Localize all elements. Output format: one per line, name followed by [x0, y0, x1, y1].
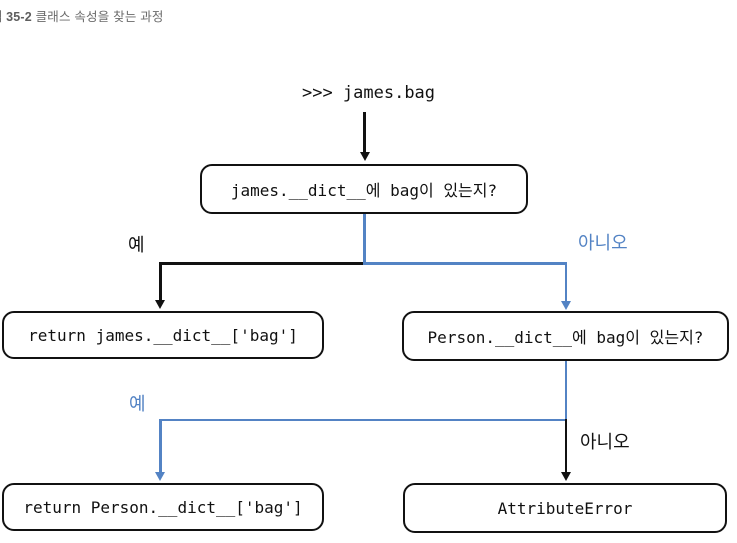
figure-caption: 그림 35-2 클래스 속성을 찾는 과정 — [0, 6, 164, 25]
connector-yes1-horizontal — [159, 262, 366, 265]
arrowhead-yes2-down-icon — [155, 472, 166, 481]
connector-no1-vertical — [564, 262, 567, 304]
arrowhead-no2-down-icon — [560, 472, 571, 481]
connector-yes2-vertical — [159, 418, 162, 474]
python-prompt: >>> james.bag — [301, 83, 436, 103]
node-decision-person-dict: Person.__dict__에 bag이 있는지? — [402, 311, 729, 361]
node-attribute-error: AttributeError — [403, 483, 727, 533]
arrowhead-prompt-down-icon — [359, 152, 370, 161]
branch-label-yes1: 예 — [128, 235, 145, 255]
node-decision-james-dict: james.__dict__에 bag이 있는지? — [200, 164, 528, 214]
connector-prompt-line — [363, 112, 366, 154]
arrowhead-yes1-down-icon — [155, 300, 166, 309]
branch-label-no1: 아니오 — [578, 233, 628, 253]
arrowhead-no1-down-icon — [560, 301, 571, 310]
connector-decision1-stub — [363, 213, 366, 264]
figure-number: 그림 35-2 — [0, 10, 32, 24]
connector-decision2-stub — [564, 360, 567, 421]
connector-yes1-vertical — [159, 262, 162, 303]
branch-label-yes2: 예 — [129, 394, 146, 414]
connector-no1-horizontal — [363, 262, 567, 265]
connector-yes2-horizontal — [159, 418, 567, 421]
connector-no2-vertical — [564, 418, 567, 473]
figure-title: 클래스 속성을 찾는 과정 — [31, 10, 164, 24]
node-return-person-dict: return Person.__dict__['bag'] — [2, 483, 324, 531]
node-return-james-dict: return james.__dict__['bag'] — [2, 311, 324, 359]
branch-label-no2: 아니오 — [580, 432, 630, 452]
